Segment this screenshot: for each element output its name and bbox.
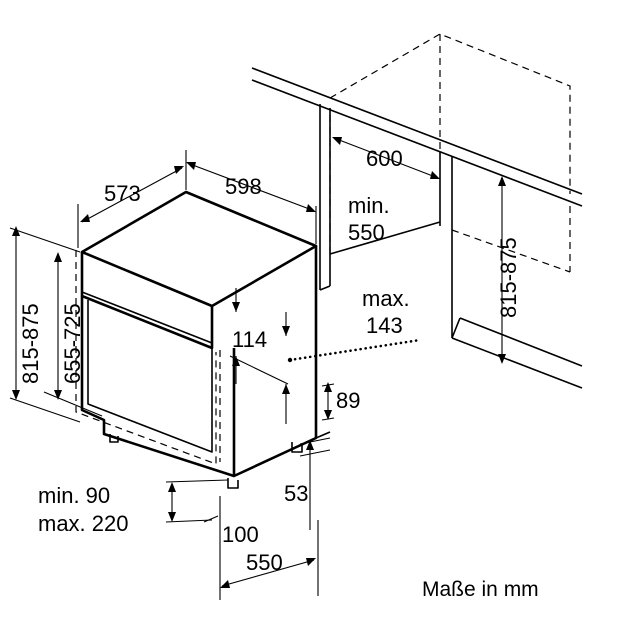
control-panel	[80, 252, 214, 350]
label-niche-height: 815-875	[496, 237, 521, 318]
label-114: 114	[232, 327, 267, 352]
label-niche-550: 550	[348, 220, 385, 245]
label-niche-min: min.	[348, 193, 390, 218]
label-573: 573	[104, 181, 141, 206]
dishwasher-front-edges	[80, 296, 235, 478]
label-143: 143	[366, 313, 403, 338]
label-550: 550	[246, 550, 283, 575]
label-max: max.	[362, 286, 410, 311]
dishwasher-body	[75, 190, 331, 489]
niche-floor-edge	[329, 221, 441, 255]
door-panel	[87, 300, 213, 453]
label-height-655-725: 655-725	[60, 303, 85, 384]
right-cabinet	[439, 152, 583, 389]
dimension-lines	[9, 137, 506, 600]
foot-rear	[291, 442, 303, 453]
installation-niche	[251, 33, 583, 389]
label-89: 89	[336, 388, 360, 413]
front-outline-dashed	[75, 250, 221, 465]
label-max-220: max. 220	[38, 511, 129, 536]
units-note: Maße in mm	[422, 578, 539, 601]
worktop-top-edge	[251, 67, 583, 195]
dishwasher-top	[80, 190, 318, 308]
dimension-labels: 598 573 600 min. 550 815-875 815-875 655…	[18, 146, 539, 601]
label-53: 53	[284, 481, 308, 506]
label-600: 600	[366, 146, 403, 171]
niche-outline-dashed	[329, 33, 571, 273]
dishwasher-side	[232, 246, 318, 478]
foot-front-right	[227, 478, 239, 489]
label-100: 100	[222, 522, 259, 547]
niche-side-panel	[319, 104, 331, 291]
control-panel-inner-line	[81, 291, 213, 344]
foot-front-left	[109, 434, 119, 443]
worktop-bottom-edge	[251, 79, 583, 207]
label-598: 598	[225, 174, 262, 199]
label-height-815-875: 815-875	[18, 303, 43, 384]
label-min-90: min. 90	[38, 483, 110, 508]
plinth-line	[315, 431, 331, 439]
